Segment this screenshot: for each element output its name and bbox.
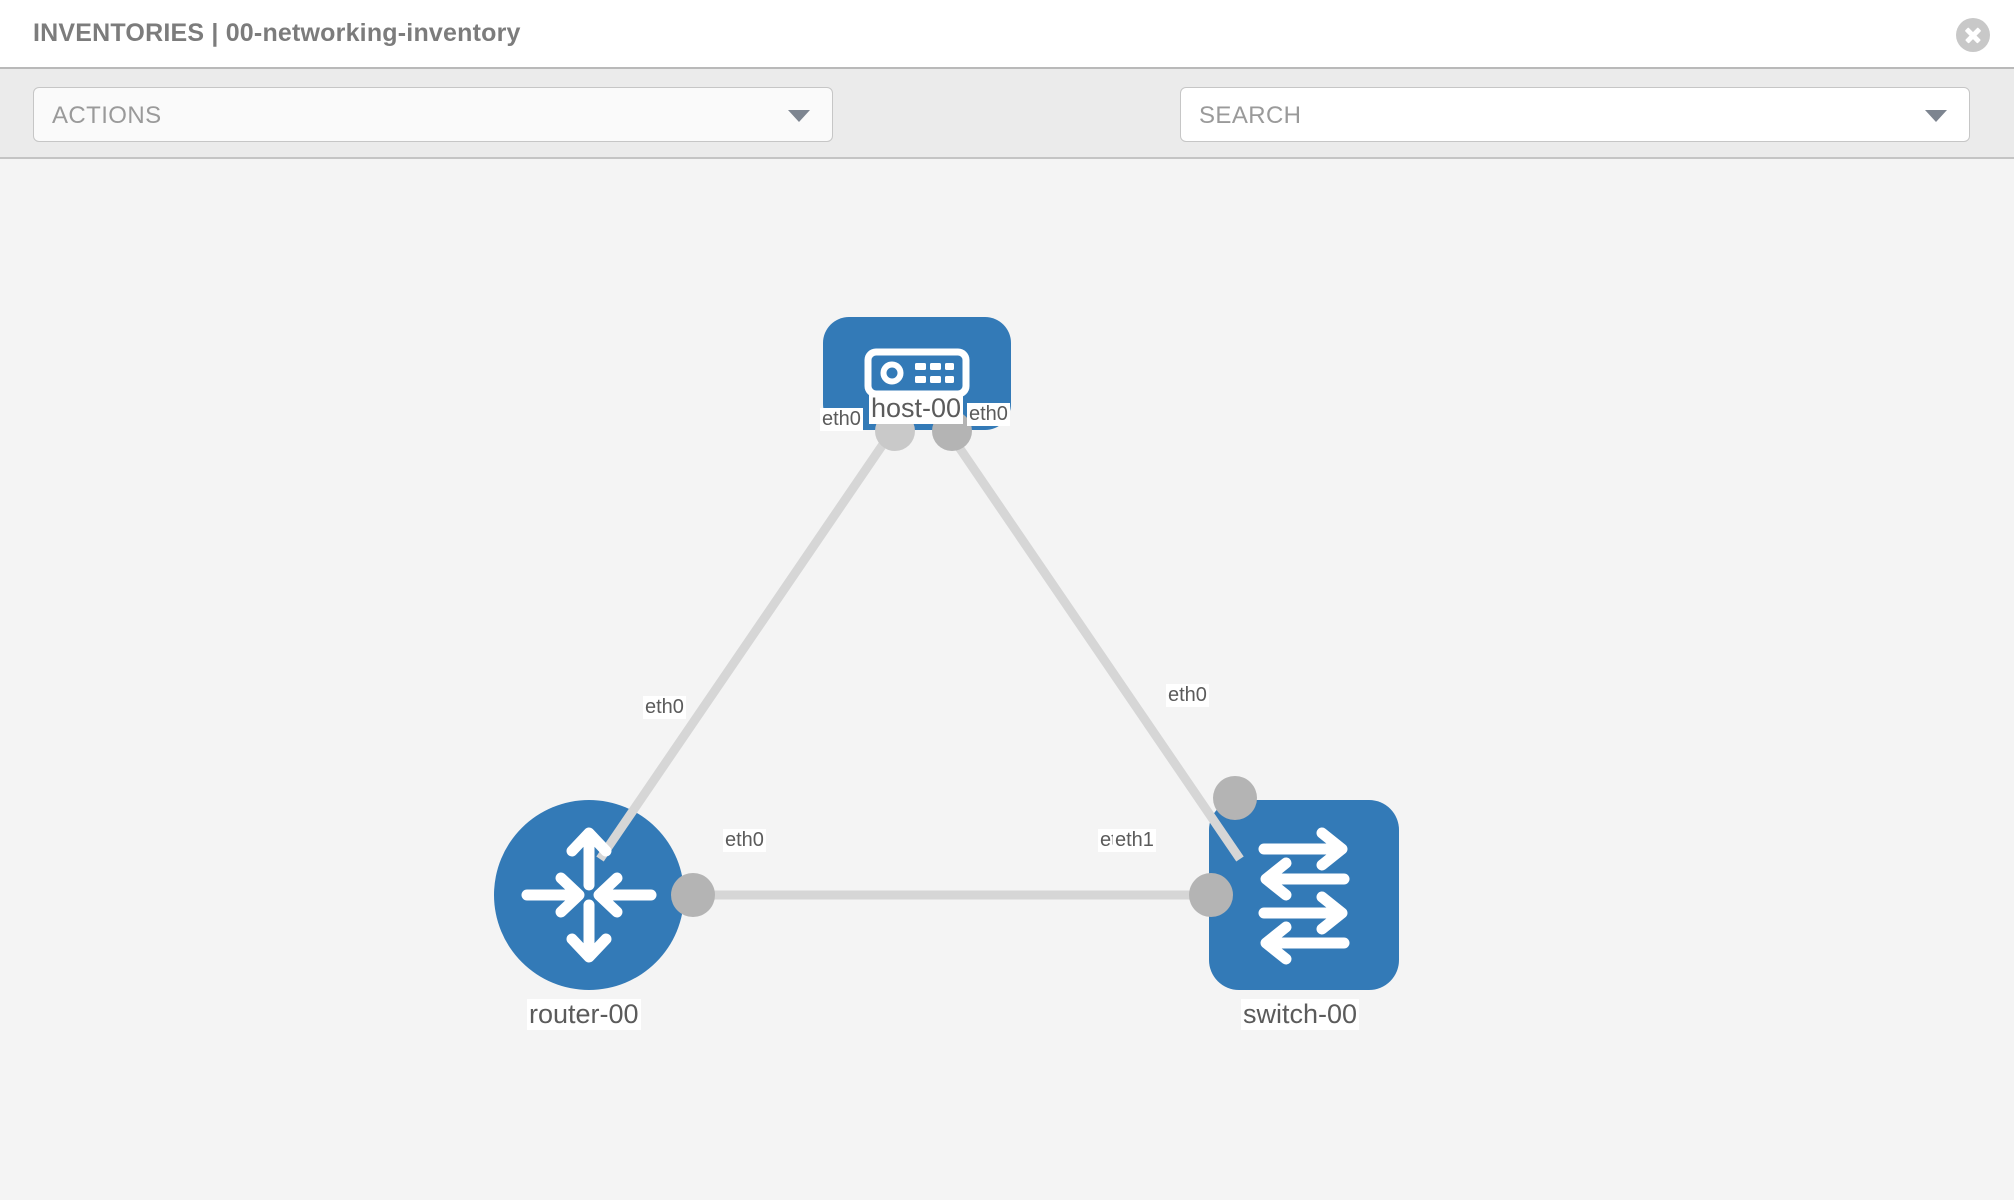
chevron-down-icon bbox=[1925, 110, 1947, 122]
server-icon bbox=[864, 348, 970, 398]
edge-label-switch-upper: eth0 bbox=[1166, 684, 1209, 707]
search-placeholder: SEARCH bbox=[1199, 102, 1302, 129]
edge-label-switch-left: eth1 bbox=[1113, 829, 1156, 852]
edge-label-host-right: eth0 bbox=[967, 403, 1010, 426]
edge-label-router-right: eth0 bbox=[723, 829, 766, 852]
edge-host-router[interactable] bbox=[596, 431, 894, 862]
node-label-switch-00: switch-00 bbox=[1241, 999, 1360, 1030]
page-title: INVENTORIES | 00-networking-inventory bbox=[33, 19, 521, 47]
actions-dropdown[interactable]: ACTIONS bbox=[33, 87, 833, 142]
toolbar: ACTIONS SEARCH bbox=[0, 69, 2014, 205]
edge-host-switch[interactable] bbox=[946, 431, 1244, 862]
close-icon[interactable] bbox=[1956, 18, 1990, 52]
node-label-router-00: router-00 bbox=[527, 999, 641, 1030]
router-icon bbox=[521, 827, 657, 963]
titlebar: INVENTORIES | 00-networking-inventory bbox=[0, 0, 2014, 69]
chevron-down-icon bbox=[788, 110, 810, 122]
search-input[interactable]: SEARCH bbox=[1180, 87, 1970, 142]
node-switch-00-shape[interactable] bbox=[1209, 800, 1399, 990]
edge-label-host-left: eth0 bbox=[820, 408, 863, 431]
actions-dropdown-label: ACTIONS bbox=[52, 102, 162, 129]
switch-icon bbox=[1258, 827, 1350, 965]
node-label-host-00: host-00 bbox=[869, 393, 964, 424]
topology-graph bbox=[521, 348, 1350, 965]
edge-label-router-upper: eth0 bbox=[643, 696, 686, 719]
topology-canvas[interactable]: host-00 router-00 switch-00 eth0 eth0 et… bbox=[0, 159, 2014, 1200]
